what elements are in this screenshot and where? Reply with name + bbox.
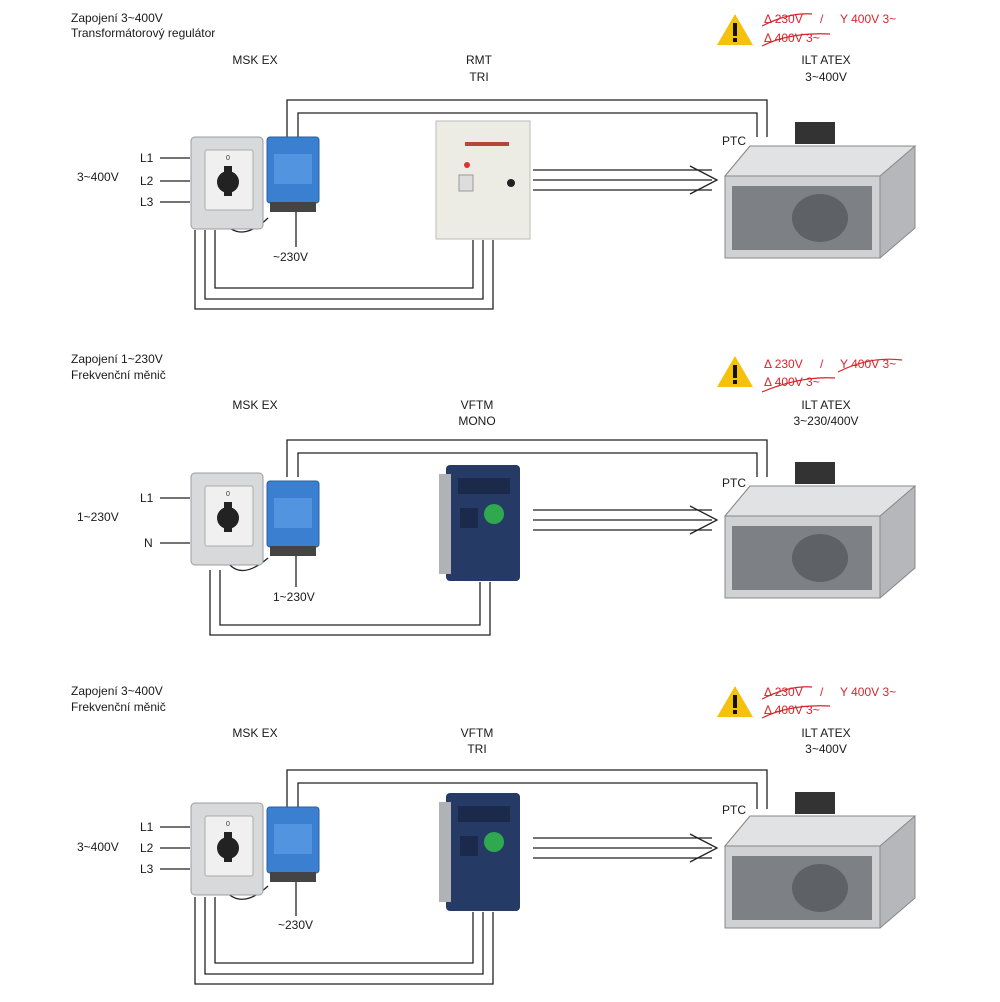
fan-label-line1: ILT ATEX: [801, 398, 851, 412]
supply-label: 1~230V: [77, 510, 119, 524]
wiring-lines: [160, 769, 768, 985]
fan-label-line2: 3~400V: [805, 70, 847, 84]
warning-strike-lines: [761, 13, 831, 47]
panel-subtitle: Transformátorový regulátor: [71, 26, 216, 40]
warning-star-400: Y 400V 3~: [840, 357, 897, 371]
fan-label-line1: ILT ATEX: [801, 53, 851, 67]
diagram-panel-1: Zapojení 3~400V Transformátorový regulát…: [0, 0, 1000, 330]
ptc-label: PTC: [722, 134, 746, 148]
ptc-label: PTC: [722, 476, 746, 490]
phase-label-l1: L1: [140, 820, 154, 834]
warning-strike-lines: [761, 358, 903, 393]
phase-label-l3: L3: [140, 195, 154, 209]
panel-title: Zapojení 3~400V: [71, 684, 163, 698]
phase-label-l3: L3: [140, 862, 154, 876]
svg-text:0: 0: [226, 491, 230, 498]
controller-label-line1: RMT: [466, 53, 492, 67]
warning-star-400: Y 400V 3~: [840, 12, 897, 26]
panel-subtitle: Frekvenční měnič: [71, 700, 166, 714]
switch-label: MSK EX: [232, 398, 278, 412]
fan-label-line2: 3~400V: [805, 742, 847, 756]
vftm-tri-drive-image: [439, 793, 520, 911]
relay-unit-image: [266, 136, 320, 212]
controller-label-line2: TRI: [467, 742, 487, 756]
msk-ex-switch-image: 0: [190, 802, 264, 896]
phase-label-l1: L1: [140, 151, 154, 165]
warning-sign: [716, 12, 754, 51]
vftm-mono-drive-image: [439, 465, 520, 581]
ilt-atex-fan-image: [723, 122, 917, 259]
warning-separator: /: [820, 357, 824, 371]
warning-delta-230: Δ 230V: [764, 357, 803, 371]
wiring-lines: [160, 99, 768, 310]
diagram-panel-2: Zapojení 1~230V Frekvenční měnič Δ 230V …: [0, 340, 1000, 670]
phase-label-l1: L1: [140, 491, 154, 505]
controller-label-line1: VFTM: [460, 726, 494, 740]
controller-label-line2: MONO: [458, 414, 496, 428]
fan-label-line1: ILT ATEX: [801, 726, 851, 740]
msk-ex-switch-image: 0: [190, 136, 264, 230]
diagram-panel-3: Zapojení 3~400V Frekvenční měnič Δ 230V …: [0, 672, 1000, 1002]
ptc-label: PTC: [722, 803, 746, 817]
warning-triangle-icon: [717, 14, 753, 45]
phase-label-n: N: [144, 536, 153, 550]
panel-subtitle: Frekvenční měnič: [71, 368, 166, 382]
control-voltage-label: 1~230V: [273, 590, 315, 604]
panel-title: Zapojení 3~400V: [71, 11, 163, 25]
ilt-atex-fan-image: [723, 462, 917, 599]
svg-text:0: 0: [226, 821, 230, 828]
switch-label: MSK EX: [232, 726, 278, 740]
warning-star-400: Y 400V 3~: [840, 685, 897, 699]
phase-label-l2: L2: [140, 174, 154, 188]
fan-label-line2: 3~230/400V: [793, 414, 859, 428]
control-voltage-label: ~230V: [278, 918, 314, 932]
switch-label: MSK EX: [232, 53, 278, 67]
supply-label: 3~400V: [77, 170, 119, 184]
warning-separator: /: [820, 685, 824, 699]
relay-unit-image: [266, 806, 320, 882]
msk-ex-switch-image: 0: [190, 472, 264, 566]
warning-sign: [716, 354, 754, 393]
wiring-lines: [160, 439, 768, 636]
relay-unit-image: [266, 480, 320, 556]
rmt-controller-image: [435, 120, 531, 240]
controller-label-line1: VFTM: [460, 398, 494, 412]
panel-title: Zapojení 1~230V: [71, 352, 163, 366]
warning-triangle-icon: [717, 686, 753, 717]
warning-strike-lines: [761, 686, 831, 719]
svg-text:0: 0: [226, 155, 230, 162]
warning-separator: /: [820, 12, 824, 26]
ilt-atex-fan-image: [723, 792, 917, 929]
warning-sign: [716, 684, 754, 723]
supply-label: 3~400V: [77, 840, 119, 854]
control-voltage-label: ~230V: [273, 250, 309, 264]
phase-label-l2: L2: [140, 841, 154, 855]
warning-triangle-icon: [717, 356, 753, 387]
controller-label-line2: TRI: [469, 70, 489, 84]
